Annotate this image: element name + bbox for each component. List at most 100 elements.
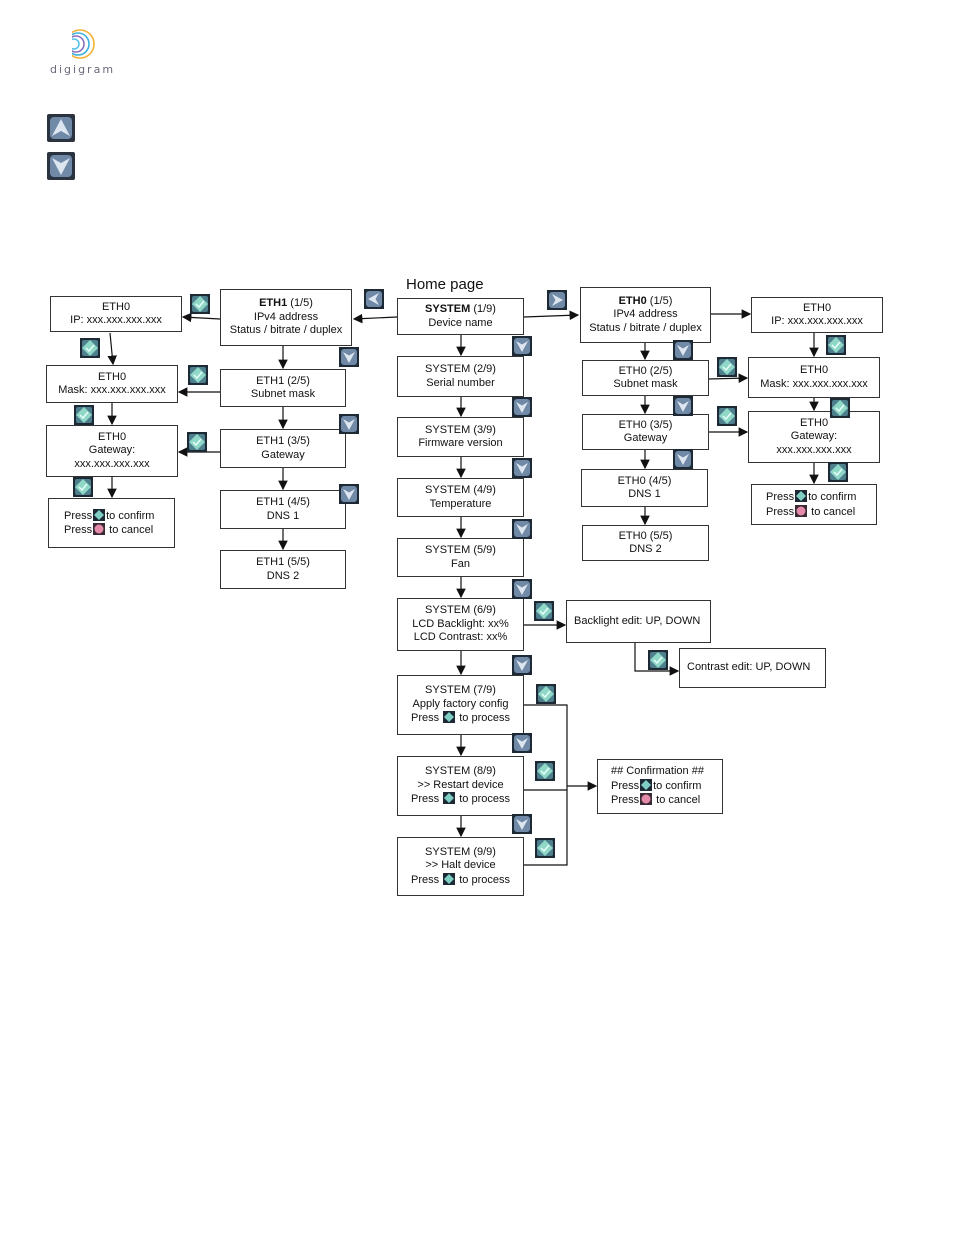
eth0-3-line1: ETH0 (3/5) [618,418,673,431]
cancel-key-icon [795,504,808,517]
up-key-icon [47,114,75,142]
system-7-box: SYSTEM (7/9) Apply factory config Press … [397,675,524,735]
left-edit-gateway-line1: ETH0 [97,430,127,443]
contrast-edit-box: Contrast edit: UP, DOWN [679,648,826,688]
system-3-line1: SYSTEM (3/9) [425,423,496,436]
eth0-4-box: ETH0 (4/5) DNS 1 [581,469,708,507]
left-confirm-tail1: to confirm [106,509,155,522]
ok-key-icon [187,432,207,452]
system-5-box: SYSTEM (5/9) Fan [397,538,524,577]
left-edit-mask-line2: Mask: xxx.xxx.xxx.xxx [58,384,166,396]
down-key-icon [673,396,693,416]
down-key-icon [512,397,532,417]
left-edit-ip-line1: ETH0 [101,300,131,313]
eth1-3-box: ETH1 (3/5) Gateway [220,429,346,468]
right-edit-mask-line2: Mask: xxx.xxx.xxx.xxx [760,377,868,390]
eth1-2-box: ETH1 (2/5) Subnet mask [220,369,346,407]
left-confirm-press1: Press [64,509,93,522]
confirmation-press1: Press [611,779,640,792]
cancel-key-icon [93,523,106,535]
system-7-tail: to process [456,712,510,725]
system-8-box: SYSTEM (8/9) >> Restart device Press to … [397,756,524,816]
system-2-line2: Serial number [426,376,495,389]
right-confirm-tail1: to confirm [808,491,857,503]
ok-key-icon [73,477,93,497]
left-edit-mask-line1: ETH0 [97,370,127,383]
eth0-5-line2: DNS 2 [629,543,662,555]
ok-key-icon [443,872,456,885]
system-2-box: SYSTEM (2/9) Serial number [397,356,524,397]
left-confirm-press2: Press [64,524,93,536]
down-key-icon [339,414,359,434]
ok-key-icon [74,405,94,425]
right-edit-gateway-line1: ETH0 [799,416,829,429]
system-6-line2: LCD Backlight: xx% [412,617,509,630]
ok-key-icon [828,462,848,482]
eth1-3-line1: ETH1 (3/5) [256,435,310,447]
right-edit-ip-line2: IP: xxx.xxx.xxx.xxx [771,315,863,327]
confirmation-tail2: to cancel [653,794,701,807]
eth1-4-line1: ETH1 (4/5) [256,496,310,508]
system-6-line3: LCD Contrast: xx% [413,631,508,644]
ok-key-icon [190,294,210,314]
left-edit-gateway-line3: xxx.xxx.xxx.xxx [74,457,150,470]
eth0-3-box: ETH0 (3/5) Gateway [582,414,709,450]
system-5-line2: Fan [451,557,470,570]
eth0-2-line2: Subnet mask [613,378,678,390]
down-key-icon [339,347,359,367]
eth1-2-line2: Subnet mask [250,388,316,400]
system-6-line1: SYSTEM (6/9) [425,604,496,617]
digigram-logo-icon [62,28,95,62]
confirmation-tail1: to confirm [653,779,702,792]
eth0-4-line2: DNS 1 [628,488,661,500]
eth0-1-line3: Status / bitrate / duplex [589,321,702,334]
left-key-icon [364,289,384,309]
ok-key-icon [830,398,850,418]
right-edit-gateway-line2: Gateway: [790,430,838,443]
ok-key-icon [535,838,555,858]
confirmation-press2: Press [611,794,640,807]
eth1-1-line2: IPv4 address [253,310,319,323]
system-7-press: Press [411,712,440,725]
eth1-4-box: ETH1 (4/5) DNS 1 [220,490,346,529]
eth1-1-box: ETH1 (1/5) IPv4 address Status / bitrate… [220,289,352,346]
confirmation-box: ## Confirmation ## Press to confirm Press… [597,759,723,814]
eth0-2-line1: ETH0 (2/5) [618,364,673,377]
down-key-icon [512,814,532,834]
system-3-box: SYSTEM (3/9) Firmware version [397,417,524,457]
down-key-icon [339,484,359,504]
eth1-2-line1: ETH1 (2/5) [256,374,310,387]
right-edit-gateway-line3: xxx.xxx.xxx.xxx [776,443,852,456]
system-2-line1: SYSTEM (2/9) [425,363,496,375]
eth1-3-line2: Gateway [261,448,305,461]
eth1-4-line2: DNS 1 [266,509,300,522]
right-edit-ip-line1: ETH0 [802,301,832,314]
ok-key-icon [717,406,737,426]
system-7-line1: SYSTEM (7/9) [425,684,496,697]
right-key-icon [547,290,567,310]
system-3-line2: Firmware version [418,437,503,449]
system-9-line1: SYSTEM (9/9) [425,845,496,858]
ok-key-icon [535,761,555,781]
ok-key-icon [536,684,556,704]
down-key-icon [512,733,532,753]
eth1-1-label: ETH1 [259,297,288,310]
ok-key-icon [534,601,554,621]
ok-key-icon [80,338,100,358]
left-confirm-tail2: to cancel [106,524,154,536]
confirmation-line1: ## Confirmation ## [611,765,704,778]
system-4-box: SYSTEM (4/9) Temperature [397,478,524,517]
ok-key-icon [443,711,456,724]
ok-key-icon [640,778,653,791]
right-edit-mask-line1: ETH0 [799,364,829,376]
system-1-step: (1/9) [470,303,496,315]
left-confirm-box: Press to confirm Press to cancel [48,498,175,548]
ok-key-icon [717,357,737,377]
system-1-label: SYSTEM [425,303,471,315]
backlight-edit-text: Backlight edit: UP, DOWN [574,614,701,627]
eth0-2-box: ETH0 (2/5) Subnet mask [582,360,709,396]
system-8-press: Press [411,793,440,806]
down-key-icon [673,449,693,469]
